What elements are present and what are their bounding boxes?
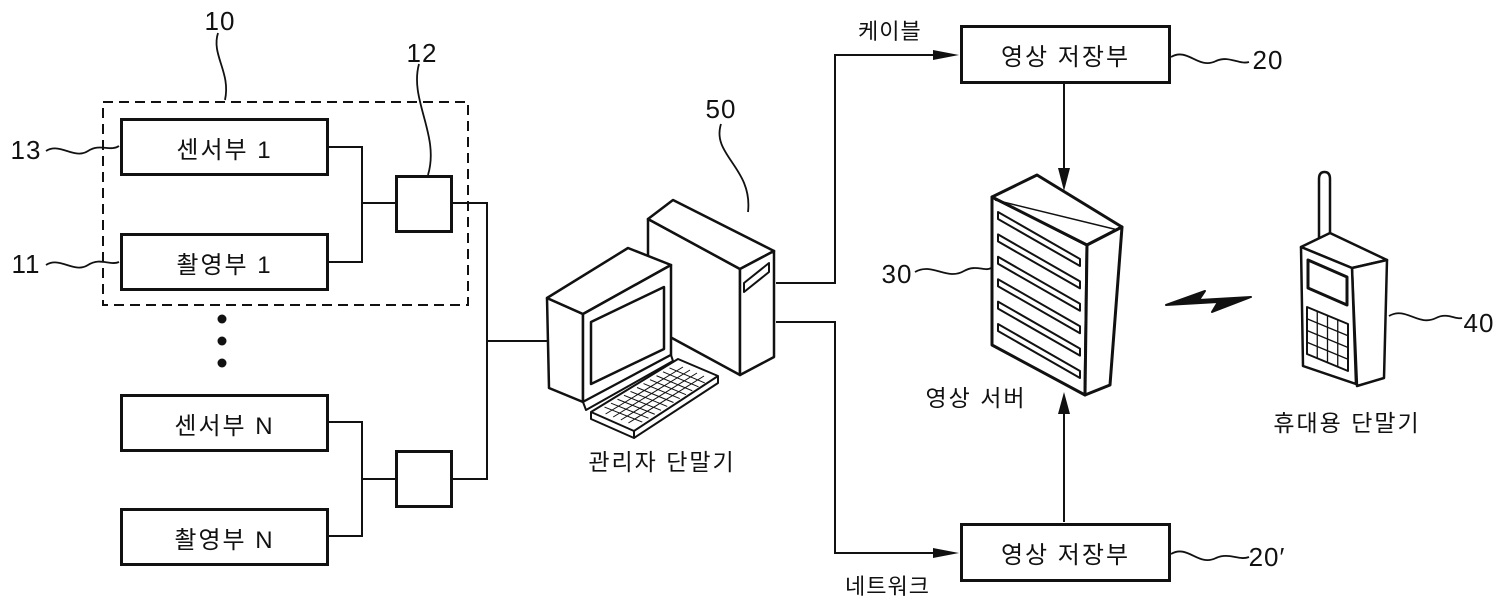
sensor-unit-n-label: 센서부 N (174, 412, 275, 440)
sensor-unit-1-box: 센서부 1 (120, 118, 329, 176)
capture-unit-1-box: 촬영부 1 (120, 233, 329, 291)
ref-20p-label: 20′ (1248, 542, 1286, 572)
mux-box-2 (395, 450, 453, 508)
admin-terminal-illustration (545, 198, 776, 439)
arrowheads (933, 50, 1070, 558)
cable-arrowhead (933, 50, 959, 60)
sensorN-captureN-connector (328, 421, 395, 537)
terminal-to-storage-top-line (776, 54, 934, 284)
network-arrowhead (933, 548, 959, 558)
leader-lines (45, 32, 1463, 561)
ref-40-leader (1388, 312, 1463, 322)
ref-40-label: 40 (1463, 308, 1495, 338)
server-vent-slots (997, 211, 1081, 379)
monitor (545, 246, 674, 411)
phone-keypad-keys (1306, 311, 1349, 367)
network-label: 네트워크 (845, 574, 930, 599)
ellipsis-dots (217, 314, 227, 368)
video-storage-top-box: 영상 저장부 (960, 25, 1171, 84)
mobile-phone-illustration (1299, 170, 1389, 388)
lightning-bolt-icon (1165, 290, 1252, 313)
ref-12-label: 12 (406, 38, 438, 68)
connector-lines (328, 54, 1065, 554)
video-storage-top-label: 영상 저장부 (1000, 44, 1131, 71)
ref-30-label: 30 (881, 259, 913, 289)
mux-box-1 (395, 175, 453, 233)
ref-50-leader (718, 123, 750, 213)
capture-unit-n-label: 촬영부 N (174, 526, 275, 554)
cable-label: 케이블 (858, 19, 922, 44)
mobile-caption: 휴대용 단말기 (1273, 410, 1421, 436)
drive-slot (743, 262, 770, 293)
capture-unit-1-label: 촬영부 1 (176, 251, 273, 279)
keyboard (590, 358, 719, 439)
ref-20-label: 20 (1252, 45, 1284, 75)
ref-10-label: 10 (204, 6, 236, 36)
sensor-unit-1-label: 센서부 1 (176, 136, 273, 164)
terminal-to-storage-bottom-line (776, 321, 934, 554)
down-arrowhead (1058, 168, 1070, 191)
ref-13-leader (45, 145, 120, 155)
ref-20-leader (1170, 53, 1250, 64)
keyboard-keys (604, 366, 705, 424)
video-server-illustration (990, 173, 1124, 397)
mux-bus-line (452, 202, 488, 480)
up-arrowhead (1058, 392, 1070, 414)
sensor-unit-n-box: 센서부 N (120, 394, 329, 452)
video-storage-bottom-label: 영상 저장부 (1000, 542, 1131, 569)
capture-unit-n-box: 촬영부 N (120, 508, 329, 566)
ref-10-leader (215, 32, 228, 101)
video-storage-bottom-box: 영상 저장부 (960, 523, 1171, 582)
ref-20p-leader (1170, 550, 1250, 561)
ref-12-leader (416, 63, 432, 176)
admin-terminal-caption: 관리자 단말기 (588, 449, 736, 475)
ref-11-label: 11 (11, 249, 41, 279)
ref-30-leader (914, 267, 992, 275)
sensor1-capture1-connector (328, 146, 395, 263)
ref-50-label: 50 (705, 94, 737, 124)
monitor-screen (589, 285, 666, 386)
ref-11-leader (45, 260, 120, 269)
video-server-caption: 영상 서버 (925, 385, 1027, 411)
phone-screen (1306, 258, 1349, 307)
ref-13-label: 13 (10, 135, 42, 165)
phone-antenna (1317, 170, 1332, 252)
